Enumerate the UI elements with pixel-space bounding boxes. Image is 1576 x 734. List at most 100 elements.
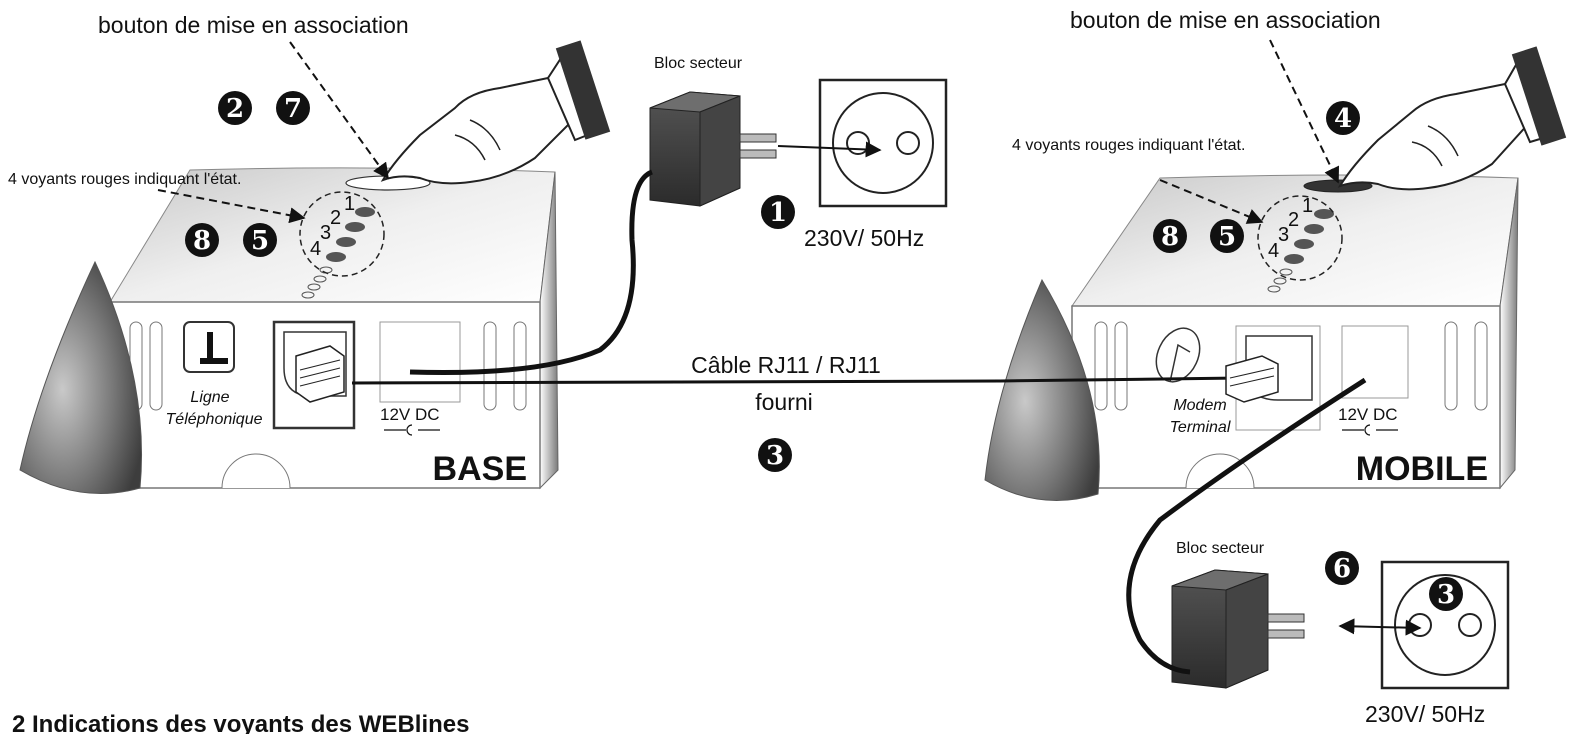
led [1314,209,1334,219]
step-badge-6: 6 [1325,551,1359,585]
antenna-cone-right [984,278,1100,501]
step-badge-7: 7 [276,91,310,125]
phone-line-glyph [200,332,228,364]
led-outline [299,191,385,277]
led-number-3: 3 [320,222,331,244]
voltage-label-top: 230V/ 50Hz [804,225,924,251]
plug-arrow-bottom [1338,618,1422,636]
pair-button-label-left: bouton de mise en association [98,12,409,38]
indicator-dot [307,283,321,291]
step-badge-3-socket: 3 [1429,577,1463,611]
led [1304,224,1324,234]
base-port-label-line1: Ligne [190,389,229,406]
mobile-device: 1 2 3 4 Modem Terminal 12V DC MOBILE [1071,174,1519,490]
base-port-label-line2: Téléphonique [166,411,263,428]
svg-text:3: 3 [766,441,784,471]
power-block-top [649,91,777,207]
step-badge-5-left: 5 [243,223,277,257]
leds-label-left: 4 voyants rouges indiquant l'état. [8,171,241,188]
indicator-dot [1267,285,1281,293]
modem-glyph [1169,343,1191,383]
svg-text:2: 2 [226,94,244,124]
rj11-plug-base [295,345,345,403]
led [1284,254,1304,264]
dc-jack-box-mobile [1341,325,1409,399]
led-number-3: 3 [1278,224,1289,246]
hand-illustration-right [1337,46,1567,191]
power-cable-top [409,169,654,376]
mobile-top-surface [1071,174,1519,307]
led-group-base: 1 2 3 4 [299,191,385,299]
vent-slot [1444,321,1458,411]
pointer-arrow [1159,179,1264,224]
antenna-cone-left [19,260,142,495]
base-device: 1 2 3 4 Ligne Téléphonique 12V DC BASE [109,167,559,490]
mobile-name: MOBILE [1356,450,1488,488]
led-number-1: 1 [1302,195,1313,217]
step-badges: 2 7 8 5 1 3 4 8 [185,91,1463,611]
indicator-dot [313,275,327,283]
vent-slot [149,321,163,411]
hand-illustration-left [380,40,611,185]
dc-symbol-mobile [1342,424,1398,436]
dc-jack-box-base [379,321,461,403]
cable-label-line1: Câble RJ11 / RJ11 [691,352,881,378]
step-badge-5-right: 5 [1210,219,1244,253]
pair-button-label-right: bouton de mise en association [1070,7,1381,33]
step-badge-1: 1 [761,195,795,229]
pointer-arrow [289,41,389,180]
base-name: BASE [433,450,527,488]
led-number-2: 2 [1288,209,1299,231]
plug-arrow-top [777,141,882,158]
pointer-arrow [157,189,306,224]
leds-label-right: 4 voyants rouges indiquant l'état. [1012,137,1245,154]
vent-slot [1094,321,1108,411]
led [326,252,346,262]
led [355,207,375,217]
voltage-label-bottom: 230V/ 50Hz [1365,701,1485,727]
step-badge-4: 4 [1326,101,1360,135]
led-number-2: 2 [330,207,341,229]
led-number-4: 4 [1268,240,1279,262]
indicator-dot [301,291,315,299]
step-badge-2: 2 [218,91,252,125]
pointer-arrow [1269,39,1339,184]
dc-label-base: 12V DC [380,405,440,424]
led [1294,239,1314,249]
section-heading: 2 Indications des voyants des WEBlines [12,711,469,734]
power-block-label-bottom: Bloc secteur [1176,540,1265,557]
bottom-notch [221,453,291,489]
dc-symbol-base [384,424,440,436]
step-badge-3-cable: 3 [758,438,792,472]
vent-slot [1114,321,1128,411]
svg-text:5: 5 [251,226,269,256]
power-block-label-top: Bloc secteur [654,55,743,72]
svg-text:8: 8 [1161,222,1179,252]
base-top-surface [109,167,556,303]
mobile-port-label-line2: Terminal [1170,419,1231,436]
rj11-cable [351,376,1241,385]
vent-slot [1474,321,1488,411]
svg-text:6: 6 [1333,554,1351,584]
led [345,222,365,232]
step-badge-8-right: 8 [1153,219,1187,253]
indicator-dot [1279,268,1293,276]
dc-label-mobile: 12V DC [1338,405,1398,424]
svg-text:8: 8 [193,226,211,256]
svg-text:7: 7 [284,94,302,124]
wall-socket-top [818,78,948,208]
svg-text:5: 5 [1218,222,1236,252]
rj11-plug-mobile [1225,355,1279,403]
indicator-dot [1273,277,1287,285]
led [336,237,356,247]
step-badge-8-left: 8 [185,223,219,257]
led-number-1: 1 [344,193,355,215]
led-number-4: 4 [310,238,321,260]
svg-text:4: 4 [1334,104,1352,134]
led-outline [1257,195,1343,281]
mobile-port-label-line1: Modem [1173,397,1226,414]
cable-label-line2: fourni [755,389,813,415]
power-cable-bottom [1126,377,1367,675]
svg-text:3: 3 [1437,580,1455,610]
